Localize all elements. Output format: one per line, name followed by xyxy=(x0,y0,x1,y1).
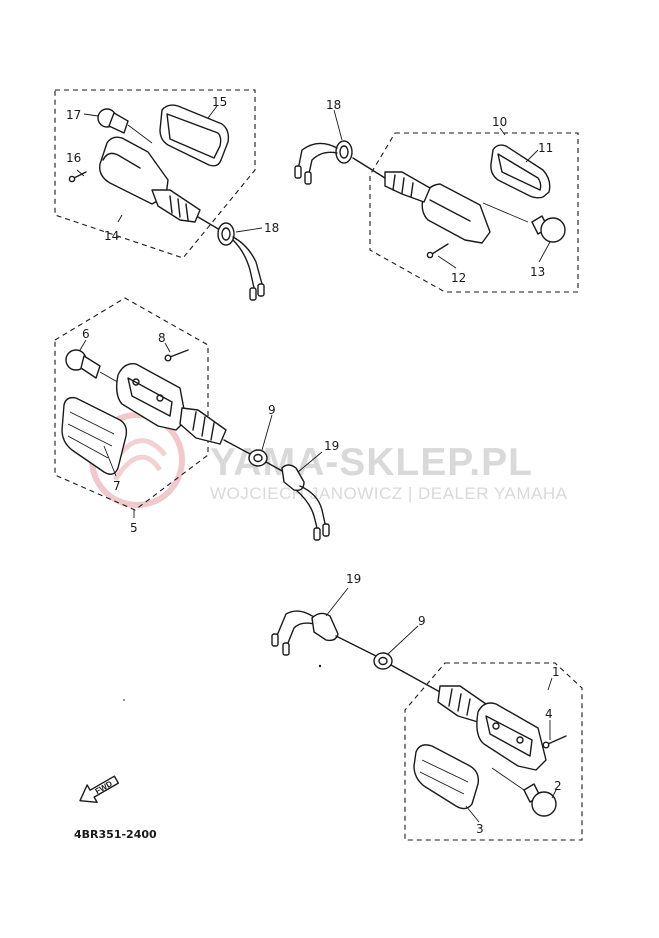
callout-18-left: 18 xyxy=(264,221,279,235)
cable-14 xyxy=(197,216,221,231)
callout-9-left: 9 xyxy=(268,403,276,417)
callout-10: 10 xyxy=(492,115,507,129)
bulb-6 xyxy=(65,349,129,389)
assembly-14-boundary xyxy=(54,89,256,259)
connector-1a xyxy=(271,633,279,647)
lens-3 xyxy=(413,744,480,810)
wires-10 xyxy=(297,142,338,179)
bulb-13 xyxy=(482,202,566,243)
cable-1a xyxy=(335,635,377,657)
callouts: 1 2 3 4 5 6 7 8 9 9 10 11 12 13 14 15 16… xyxy=(66,95,562,836)
callout-11: 11 xyxy=(538,141,553,155)
stray-dot xyxy=(123,699,125,701)
callout-7: 7 xyxy=(113,479,121,493)
assembly-1-boundary xyxy=(404,662,583,841)
connector-1b xyxy=(282,642,290,656)
callout-19-mid: 19 xyxy=(324,439,339,453)
callout-8: 8 xyxy=(158,331,166,345)
housing-14 xyxy=(99,136,201,223)
callout-3: 3 xyxy=(476,822,484,836)
diagram-code: 4BR351-2400 xyxy=(74,828,157,841)
screw-4 xyxy=(542,735,567,749)
callout-15: 15 xyxy=(212,95,227,109)
screw-8 xyxy=(164,349,189,362)
assembly-5-front-left-flasher xyxy=(54,297,330,541)
callout-18-top: 18 xyxy=(326,98,341,112)
assembly-10-boundary xyxy=(369,132,579,293)
wires-14 xyxy=(232,236,263,289)
screw-16 xyxy=(68,171,87,183)
connector-5b xyxy=(313,527,321,541)
connector-10a xyxy=(294,165,302,179)
assembly-1-front-right-flasher xyxy=(271,610,583,841)
grommet-9-right xyxy=(373,652,393,670)
housing-1 xyxy=(437,685,547,771)
connector-14a xyxy=(257,283,265,297)
callout-5: 5 xyxy=(130,521,138,535)
callout-12: 12 xyxy=(451,271,466,285)
wires-1 xyxy=(275,610,319,649)
cable-1b xyxy=(390,664,441,693)
callout-2: 2 xyxy=(554,779,562,793)
screw-12 xyxy=(426,243,449,259)
assembly-5-boundary xyxy=(54,297,209,511)
cable-10 xyxy=(352,157,386,179)
bulb-17 xyxy=(97,108,153,144)
connector-10b xyxy=(304,171,312,185)
cable-5 xyxy=(223,439,253,456)
callout-1: 1 xyxy=(552,665,560,679)
connector-5a xyxy=(322,523,330,537)
callout-14: 14 xyxy=(104,229,119,243)
connector-14b xyxy=(249,287,257,301)
callout-4: 4 xyxy=(545,707,553,721)
callout-17: 17 xyxy=(66,108,81,122)
grommet-18-left xyxy=(217,222,235,246)
grommet-18-right xyxy=(335,140,353,164)
stray-dot xyxy=(318,664,322,668)
lens-11 xyxy=(490,144,551,199)
housing-5 xyxy=(115,363,227,445)
callout-6: 6 xyxy=(82,327,90,341)
callout-13: 13 xyxy=(530,265,545,279)
watermark-tagline: WOJCIECH JANOWICZ | DEALER YAMAHA xyxy=(210,484,568,503)
assembly-14-rear-left-flasher xyxy=(54,89,265,301)
lens-15 xyxy=(159,104,230,167)
leader-lines xyxy=(76,105,557,823)
watermark: YAMA-SKLEP.PL WOJCIECH JANOWICZ | DEALER… xyxy=(89,412,568,508)
housing-10 xyxy=(384,171,491,244)
assembly-10-rear-right-flasher xyxy=(294,132,579,293)
callout-9-right: 9 xyxy=(418,614,426,628)
forward-arrow-icon: FWD xyxy=(79,775,120,804)
callout-19-bottom: 19 xyxy=(346,572,361,586)
lens-7 xyxy=(61,396,128,475)
callout-16: 16 xyxy=(66,151,81,165)
grommet-9-left xyxy=(248,449,268,467)
wires-5 xyxy=(295,485,327,533)
grommet-19-right xyxy=(311,612,339,642)
bulb-2 xyxy=(491,767,557,817)
